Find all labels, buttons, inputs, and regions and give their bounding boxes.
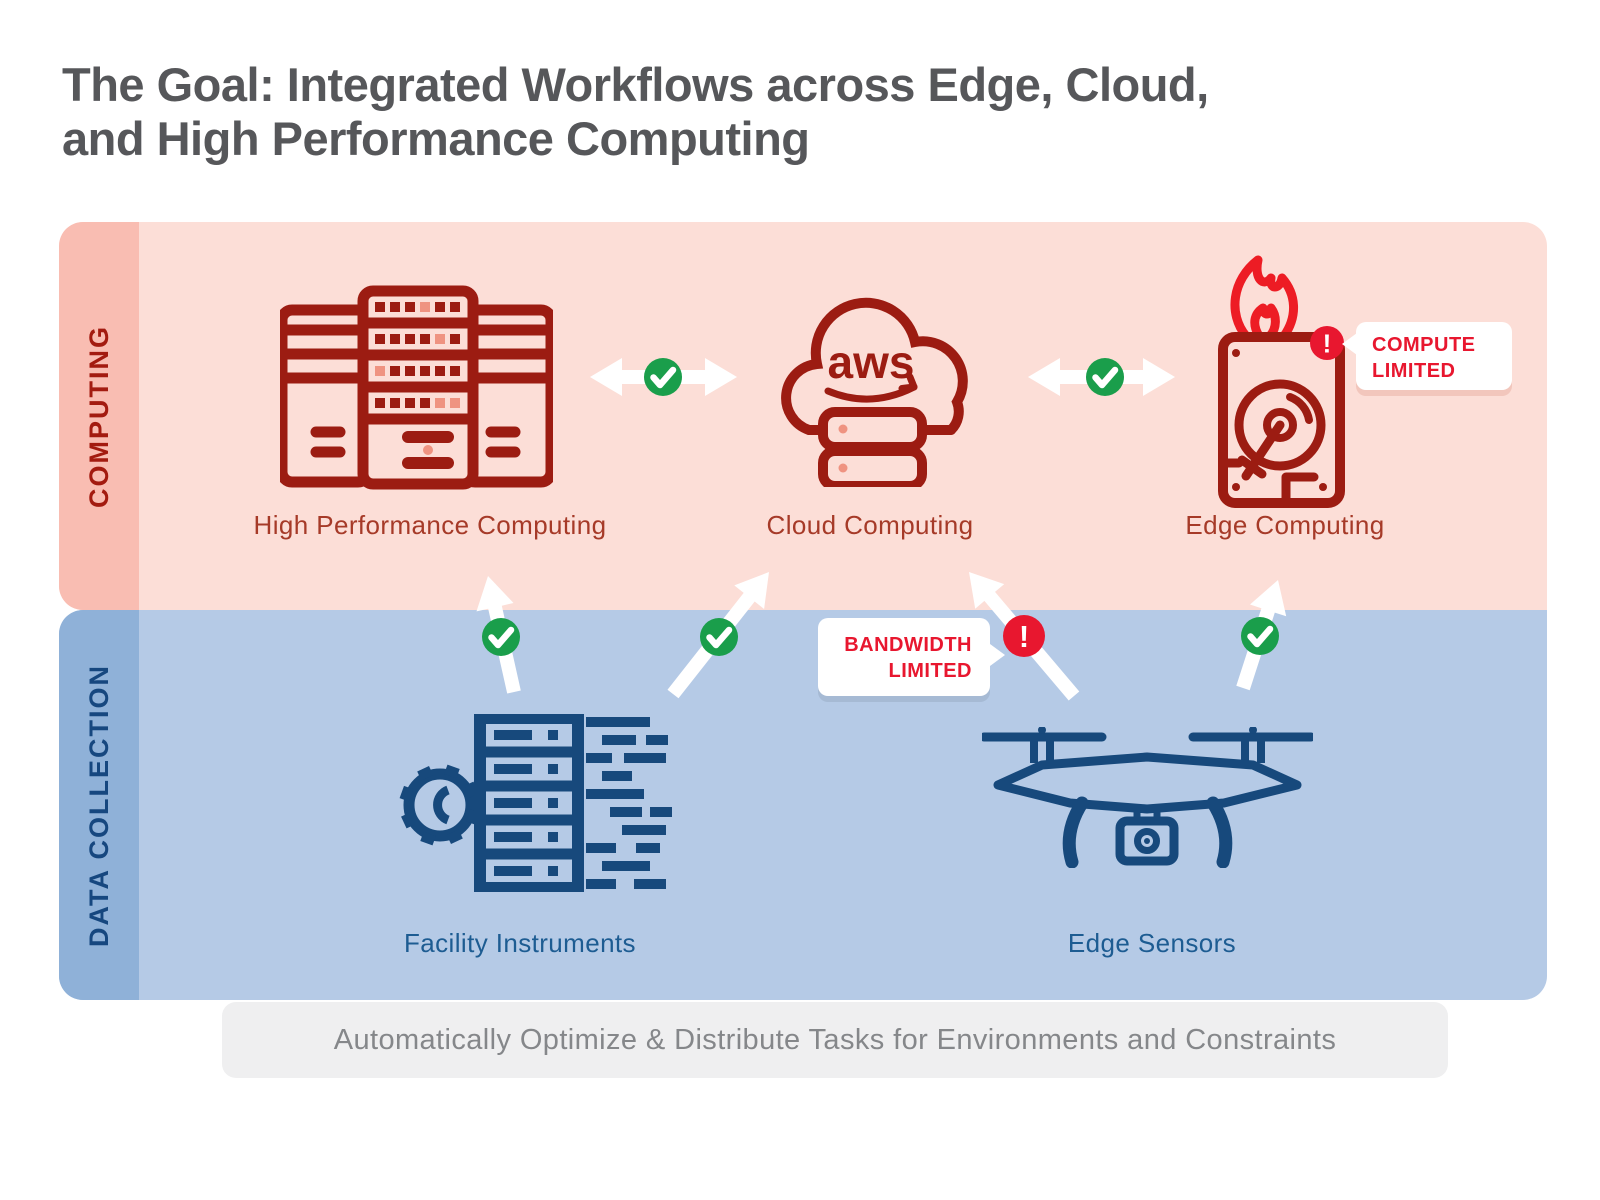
hard-drive-overheating-icon bbox=[1218, 255, 1345, 508]
compute-limited-callout: COMPUTE LIMITED bbox=[1342, 322, 1512, 390]
cloud-label: Cloud Computing bbox=[766, 510, 974, 540]
compute-limited-line-1: COMPUTE bbox=[1372, 334, 1476, 356]
drone-icon bbox=[982, 727, 1313, 868]
hpc-center-cabinet bbox=[357, 285, 479, 490]
drone-body bbox=[993, 752, 1302, 814]
compute-limited-line-2: LIMITED bbox=[1372, 360, 1456, 382]
callout-tail-left bbox=[1342, 333, 1357, 355]
hpc-label: High Performance Computing bbox=[253, 510, 607, 540]
edge-sensors-label: Edge Sensors bbox=[1067, 928, 1237, 958]
page-title-line-1: The Goal: Integrated Workflows across Ed… bbox=[62, 58, 1209, 111]
drone-rotors bbox=[982, 727, 1313, 763]
server-racks-icon bbox=[280, 285, 553, 490]
page-title-line-2: and High Performance Computing bbox=[62, 111, 810, 165]
facility-instruments-label: Facility Instruments bbox=[404, 928, 636, 958]
data-collection-band bbox=[59, 610, 1547, 1000]
edge-computing-label: Edge Computing bbox=[1185, 510, 1385, 540]
page-title: The Goal: Integrated Workflows across Ed… bbox=[62, 58, 1482, 165]
callout-tail-right bbox=[990, 644, 1005, 666]
flame-icon bbox=[1230, 255, 1299, 341]
bandwidth-limited-line-1: BANDWIDTH bbox=[844, 634, 972, 656]
drone-legs bbox=[1062, 796, 1233, 868]
bandwidth-limited-line-2: LIMITED bbox=[888, 660, 972, 682]
bandwidth-limited-callout: BANDWIDTH LIMITED bbox=[818, 618, 1005, 696]
computing-band-sidebar: COMPUTING bbox=[59, 222, 139, 610]
data-collection-band-sidebar: DATA COLLECTION bbox=[59, 610, 139, 1000]
data-collection-band-label: DATA COLLECTION bbox=[83, 663, 114, 947]
footer-banner: Automatically Optimize & Distribute Task… bbox=[222, 1002, 1448, 1078]
hpc-indicator-lights bbox=[375, 302, 460, 408]
footer-text: Automatically Optimize & Distribute Task… bbox=[333, 1023, 1337, 1056]
gear-server-data-icon bbox=[399, 714, 672, 892]
drone-camera bbox=[1115, 809, 1179, 866]
gear-icon bbox=[399, 764, 480, 846]
data-stream-dashes bbox=[586, 717, 672, 889]
aws-cloud-server-icon: aws bbox=[781, 297, 968, 487]
aws-logo-text: aws bbox=[828, 336, 915, 388]
aws-smile-arrow bbox=[824, 373, 918, 403]
computing-band bbox=[59, 222, 1547, 610]
computing-band-label: COMPUTING bbox=[83, 324, 114, 508]
cloud-server-stack bbox=[818, 407, 927, 487]
facility-server-rack bbox=[474, 714, 584, 892]
hard-drive-icon bbox=[1218, 332, 1345, 508]
